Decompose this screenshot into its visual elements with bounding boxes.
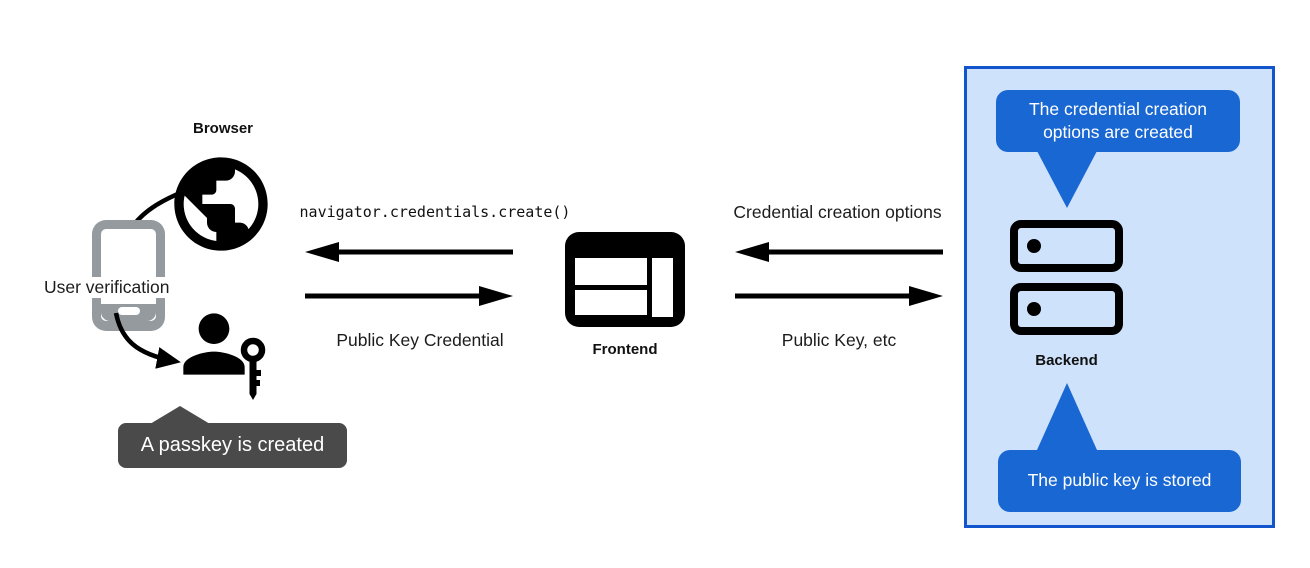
- globe-icon: [174, 157, 268, 251]
- options-created-bubble-pointer: [1037, 151, 1097, 208]
- key-icon: [240, 337, 266, 400]
- options-created-bubble: The credential creation options are crea…: [996, 90, 1240, 152]
- public-key-credential-label: Public Key Credential: [336, 330, 504, 350]
- public-key-etc-label: Public Key, etc: [781, 330, 897, 350]
- smartphone-icon: [92, 220, 165, 331]
- navigator-create-label: navigator.credentials.create(): [299, 203, 571, 221]
- arrow-phone-to-user: [113, 312, 181, 369]
- person-icon: [183, 313, 245, 375]
- credential-creation-options-label: Credential creation options: [733, 202, 942, 222]
- browser-window-icon: [565, 232, 685, 327]
- tooltip-pointer: [150, 406, 210, 424]
- arrow-browser-to-frontend: [305, 286, 513, 306]
- user-verification-label: User verification: [41, 277, 173, 298]
- arrow-frontend-to-browser: [305, 242, 513, 262]
- arrow-backend-to-frontend: [735, 242, 943, 262]
- public-key-stored-bubble: The public key is stored: [998, 450, 1241, 512]
- passkey-created-text: A passkey is created: [140, 434, 325, 456]
- frontend-label: Frontend: [592, 341, 658, 358]
- public-key-stored-text: The public key is stored: [1027, 470, 1212, 491]
- backend-label: Backend: [1035, 352, 1098, 369]
- options-created-text: The credential creation options are crea…: [1028, 98, 1208, 142]
- browser-label: Browser: [192, 120, 254, 137]
- passkey-created-tooltip: A passkey is created: [118, 423, 347, 468]
- backend-panel: The credential creation options are crea…: [964, 66, 1275, 528]
- public-key-stored-bubble-pointer: [1037, 383, 1097, 450]
- arrow-frontend-to-backend: [735, 286, 943, 306]
- server-icon: [1010, 220, 1123, 335]
